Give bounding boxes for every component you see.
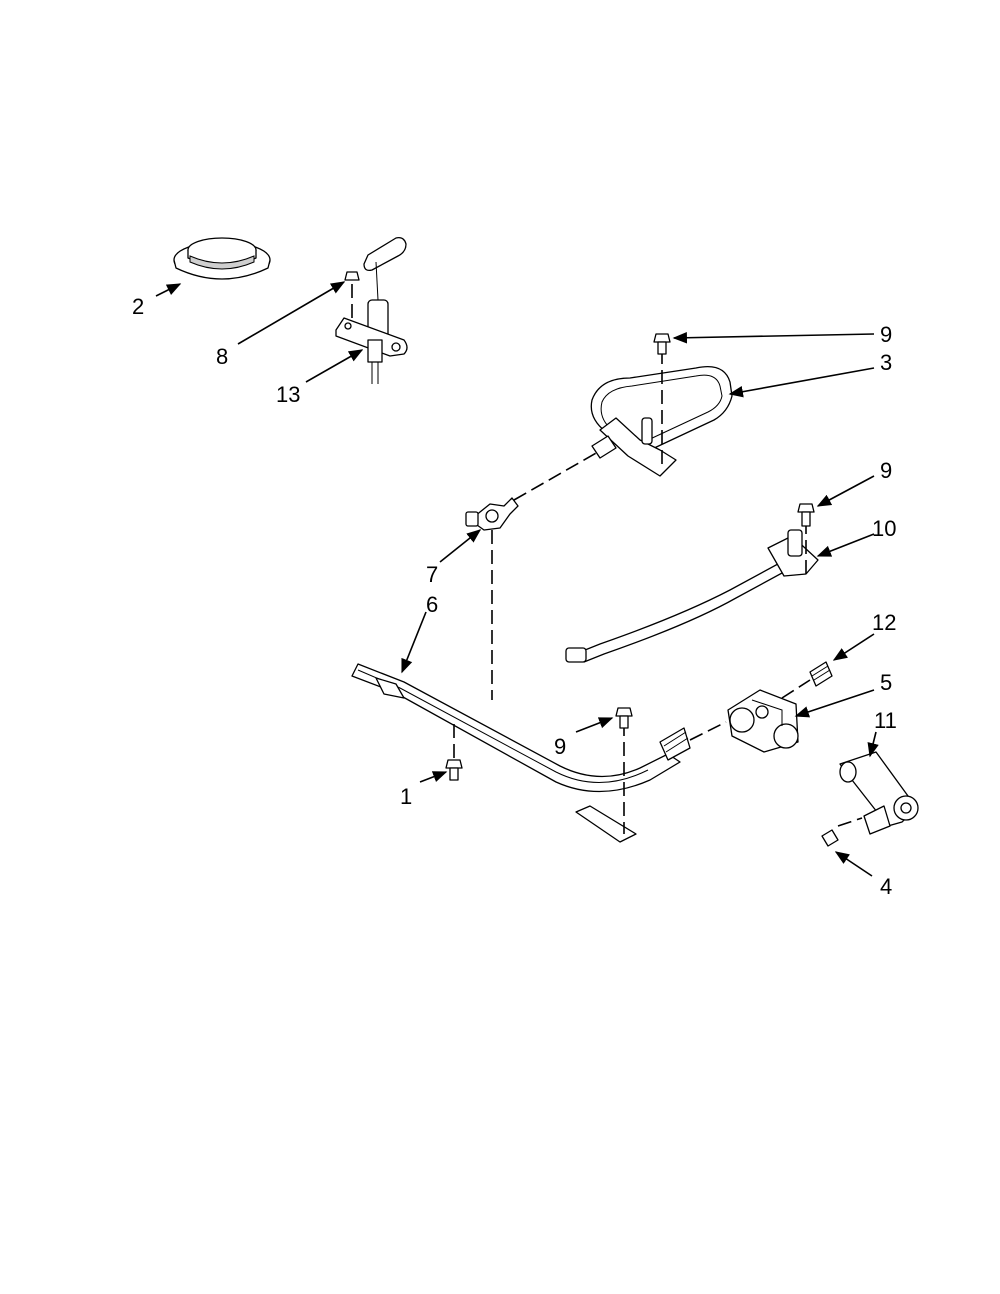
callout-10: 10 xyxy=(872,516,896,541)
thermocouple-part xyxy=(565,520,819,663)
screw-9b-part xyxy=(797,503,815,527)
callout-5: 5 xyxy=(880,670,892,695)
leader-5 xyxy=(794,689,875,718)
burner-cap-part xyxy=(173,237,271,280)
leader-8 xyxy=(237,281,346,345)
leader-9b xyxy=(816,475,875,507)
valve-part xyxy=(727,689,799,753)
leader-9a xyxy=(672,331,875,344)
callout-3: 3 xyxy=(880,350,892,375)
leader-2 xyxy=(155,283,182,297)
leader-lines xyxy=(155,281,879,877)
callout-1: 1 xyxy=(400,784,412,809)
leader-6 xyxy=(401,611,427,674)
leader-1 xyxy=(419,771,448,783)
screw-1-part xyxy=(445,724,463,781)
callout-11: 11 xyxy=(874,708,897,733)
leader-13 xyxy=(305,349,364,383)
fitting-part xyxy=(781,661,833,699)
leader-12 xyxy=(832,633,875,661)
callout-13: 13 xyxy=(276,382,300,407)
callout-12: 12 xyxy=(872,610,896,635)
leader-3 xyxy=(728,367,875,398)
callout-labels: 2 8 13 9 3 9 10 7 6 12 5 9 11 1 4 xyxy=(132,294,897,899)
screw-9a-part xyxy=(653,333,671,355)
manifold-tube-part xyxy=(351,663,727,843)
callout-9c: 9 xyxy=(554,734,566,759)
screw-9c-part xyxy=(615,707,633,729)
callout-4: 4 xyxy=(880,874,892,899)
valve-body-part xyxy=(837,751,919,835)
leader-4 xyxy=(834,851,873,877)
callout-2: 2 xyxy=(132,294,144,319)
callout-9a: 9 xyxy=(880,322,892,347)
leader-9c xyxy=(575,717,614,733)
callout-9b: 9 xyxy=(880,458,892,483)
leader-10 xyxy=(816,533,875,557)
callout-6: 6 xyxy=(426,592,438,617)
callout-8: 8 xyxy=(216,344,228,369)
screw-4-part xyxy=(821,829,839,847)
leader-7 xyxy=(439,529,482,563)
orifice-holder-part xyxy=(465,451,599,700)
igniter-part xyxy=(335,236,408,384)
leader-11 xyxy=(867,731,879,758)
callout-7: 7 xyxy=(426,562,438,587)
burner-tube-part xyxy=(590,350,733,477)
